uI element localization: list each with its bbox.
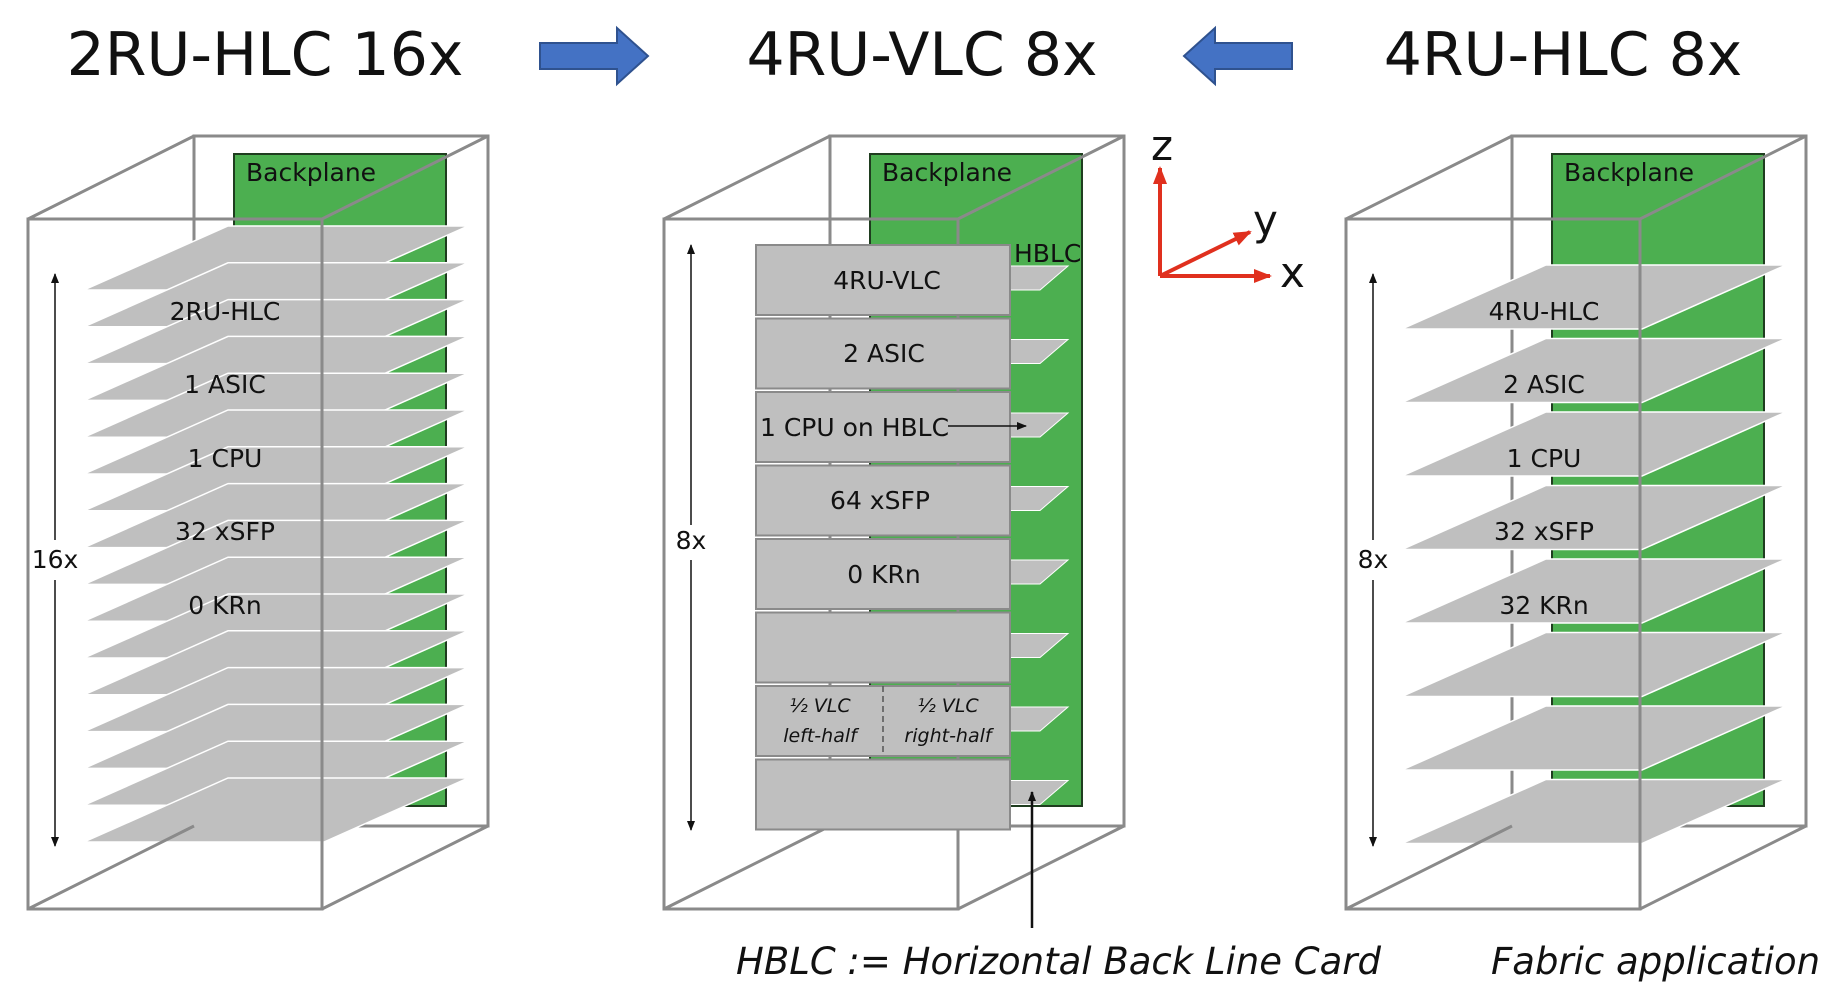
card-label-left-1: 1 ASIC xyxy=(184,370,266,399)
axis-indicator: z y x xyxy=(1151,121,1305,297)
vlc-card xyxy=(755,758,1011,831)
middle-chassis: Backplane HBLC 4RU-VLC 2 ASIC 1 CPU on H… xyxy=(662,134,1382,983)
card-label-left-4: 0 KRn xyxy=(188,591,261,620)
half-right-line2: right-half xyxy=(904,725,994,747)
hblc-definition: HBLC := Horizontal Back Line Card xyxy=(736,940,1382,983)
hlc-card xyxy=(1401,411,1787,477)
card-label-middle-1: 2 ASIC xyxy=(843,339,925,368)
backplane-right-label: Backplane xyxy=(1564,158,1694,187)
right-arrow-icon xyxy=(539,25,650,87)
card-label-middle-2: 1 CPU on HBLC xyxy=(760,413,949,442)
card-label-middle-4: 0 KRn xyxy=(847,560,920,589)
card-label-right-2: 1 CPU xyxy=(1507,444,1582,473)
count-label-right: 8x xyxy=(1358,545,1389,574)
hlc-card xyxy=(1401,337,1787,404)
vlc-card xyxy=(755,244,1011,316)
axis-y-label: y xyxy=(1253,196,1278,245)
vlc-card xyxy=(755,611,1011,684)
card-label-left-0: 2RU-HLC xyxy=(170,297,281,326)
backplane-middle-label: Backplane xyxy=(882,158,1012,187)
right-chassis: Backplane 8x 4RU-HLC 2 ASIC 1 CPU 32 xSF… xyxy=(1344,134,1820,983)
left-chassis: Backplane 16x 2RU-HLC 1 ASIC 1 CPU 32 xS… xyxy=(26,134,490,911)
vlc-card xyxy=(755,317,1011,390)
title-right: 4RU-HLC 8x xyxy=(1384,20,1743,90)
count-label-left: 16x xyxy=(32,545,79,574)
title-left: 2RU-HLC 16x xyxy=(67,20,464,90)
hlc-card xyxy=(1401,705,1787,771)
half-left-line1: ½ VLC xyxy=(789,695,851,717)
backplane-right xyxy=(1551,153,1765,807)
backplane-left-label: Backplane xyxy=(246,158,376,187)
fabric-application-note: Fabric application xyxy=(1491,940,1820,983)
half-left-line2: left-half xyxy=(783,725,860,747)
hlc-card xyxy=(1401,778,1787,845)
left-arrow-icon xyxy=(1182,25,1293,87)
card-label-right-0: 4RU-HLC xyxy=(1489,297,1600,326)
vlc-card xyxy=(755,391,1011,463)
hlc-card xyxy=(1401,558,1787,624)
axis-x-label: x xyxy=(1280,248,1305,297)
card-label-left-2: 1 CPU xyxy=(188,444,263,473)
card-label-right-3: 32 xSFP xyxy=(1494,517,1594,546)
hlc-card xyxy=(83,777,469,843)
hlc-card xyxy=(1401,631,1787,698)
card-label-middle-3: 64 xSFP xyxy=(830,486,930,515)
axis-z-label: z xyxy=(1151,121,1173,170)
vlc-stack xyxy=(755,244,1011,831)
right-card-stack xyxy=(1401,264,1787,845)
hblc-label: HBLC xyxy=(1014,239,1081,268)
half-right-line1: ½ VLC xyxy=(917,695,979,717)
count-label-middle: 8x xyxy=(676,526,707,555)
card-label-right-1: 2 ASIC xyxy=(1503,370,1585,399)
hlc-card xyxy=(1401,484,1787,551)
hlc-card xyxy=(1401,264,1787,330)
card-label-right-4: 32 KRn xyxy=(1499,591,1588,620)
card-label-left-3: 32 xSFP xyxy=(175,517,275,546)
vlc-card xyxy=(755,464,1011,537)
title-middle: 4RU-VLC 8x xyxy=(746,20,1097,90)
vlc-card xyxy=(755,538,1011,610)
left-card-stack xyxy=(83,225,469,843)
card-label-middle-0: 4RU-VLC xyxy=(833,266,941,295)
